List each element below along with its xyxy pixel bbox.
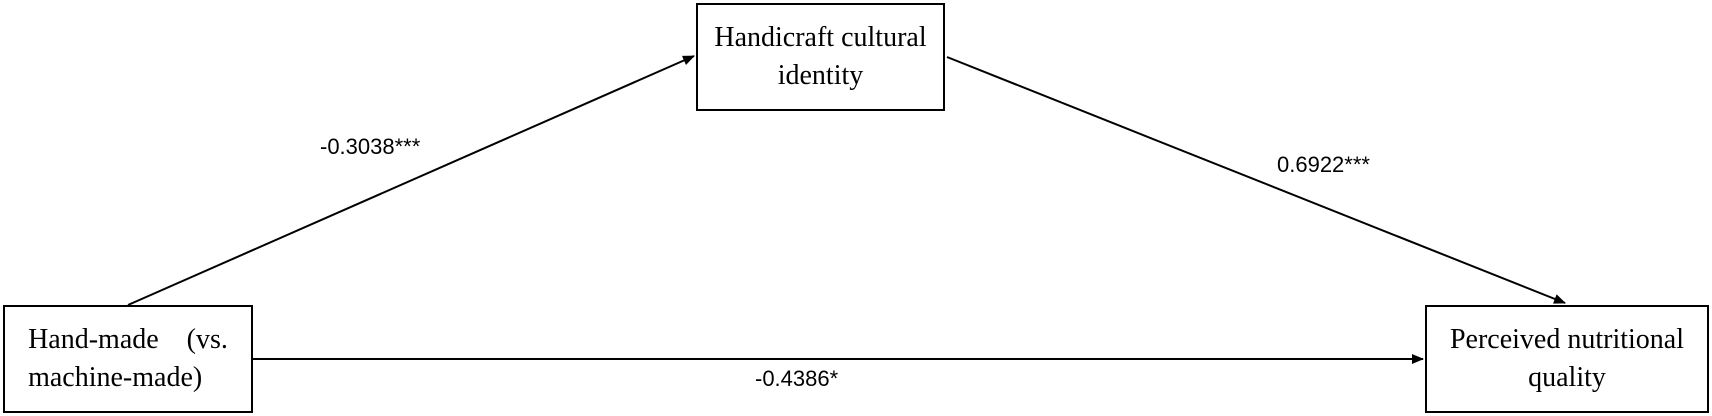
mediator-box: Handicraft cultural identity [696, 3, 945, 111]
path-b-coefficient: 0.6922*** [1277, 152, 1370, 177]
independent-label-line-1: Hand-made (vs. [28, 324, 228, 355]
dependent-label-line-1: Perceived nutritional [1449, 324, 1685, 355]
path-b-arrow [946, 56, 1566, 304]
path-a-arrow [127, 55, 695, 306]
mediator-label-line-1: Handicraft cultural [714, 22, 927, 53]
independent-label-line-2: machine-made) [28, 362, 203, 393]
dependent-label-line-2: quality [1528, 362, 1606, 393]
mediator-label-line-2: identity [777, 60, 864, 91]
path-a-coefficient: -0.3038*** [320, 134, 421, 159]
independent-variable-box: Hand-made (vs. machine-made) [3, 305, 253, 413]
dependent-variable-box: Perceived nutritional quality [1425, 305, 1709, 413]
path-c-coefficient: -0.4386* [755, 366, 839, 391]
